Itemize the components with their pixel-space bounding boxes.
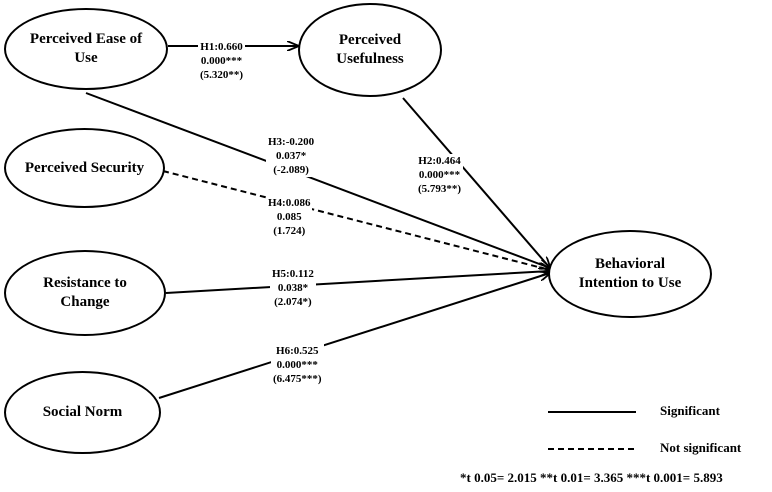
h1-p-value: 0.000*** [200, 55, 243, 67]
legend-not-significant-label: Not significant [660, 440, 742, 455]
node-social-norm: Social Norm [4, 371, 161, 454]
node-perceived-security: Perceived Security [4, 128, 165, 208]
h3-p-value: 0.037* [275, 150, 307, 162]
path-h6-label: H6:0.525 0.000*** (6.475***) [271, 344, 324, 386]
h6-p-value: 0.000*** [276, 359, 318, 371]
h5-hypothesis: H5:0.112 [272, 268, 314, 280]
path-h2-line [402, 97, 550, 268]
h4-hypothesis: H4:0.086 [268, 197, 311, 209]
path-h5-label: H5:0.112 0.038* (2.074*) [270, 267, 316, 309]
path-h5-line [165, 271, 550, 294]
h5-t-value: (2.074*) [274, 296, 312, 308]
h6-hypothesis: H6:0.525 [276, 345, 319, 357]
path-h3-line [85, 92, 550, 268]
legend-significant-label: Significant [660, 403, 720, 418]
h2-p-value: 0.000*** [418, 169, 461, 181]
path-h3-label: H3:-0.200 0.037* (-2.089) [266, 135, 317, 177]
path-h4-line [162, 170, 550, 270]
h2-hypothesis: H2:0.464 [418, 155, 461, 167]
h4-t-value: (1.724) [273, 225, 306, 237]
h5-p-value: 0.038* [277, 282, 309, 294]
h4-p-value: 0.085 [276, 211, 302, 223]
path-h1-label: H1:0.660 0.000*** (5.320**) [198, 40, 246, 82]
h1-t-value: (5.320**) [200, 69, 244, 81]
significance-footnote: *t 0.05= 2.015 **t 0.01= 3.365 ***t 0.00… [460, 470, 723, 485]
h2-t-value: (5.793**) [418, 183, 462, 195]
path-h6-line [158, 273, 550, 399]
h3-hypothesis: H3:-0.200 [268, 136, 315, 148]
h1-hypothesis: H1:0.660 [200, 41, 243, 53]
h3-t-value: (-2.089) [273, 164, 309, 176]
h6-t-value: (6.475***) [273, 373, 322, 385]
path-h2-label: H2:0.464 0.000*** (5.793**) [416, 154, 464, 196]
path-h4-label: H4:0.086 0.085 (1.724) [266, 196, 313, 238]
